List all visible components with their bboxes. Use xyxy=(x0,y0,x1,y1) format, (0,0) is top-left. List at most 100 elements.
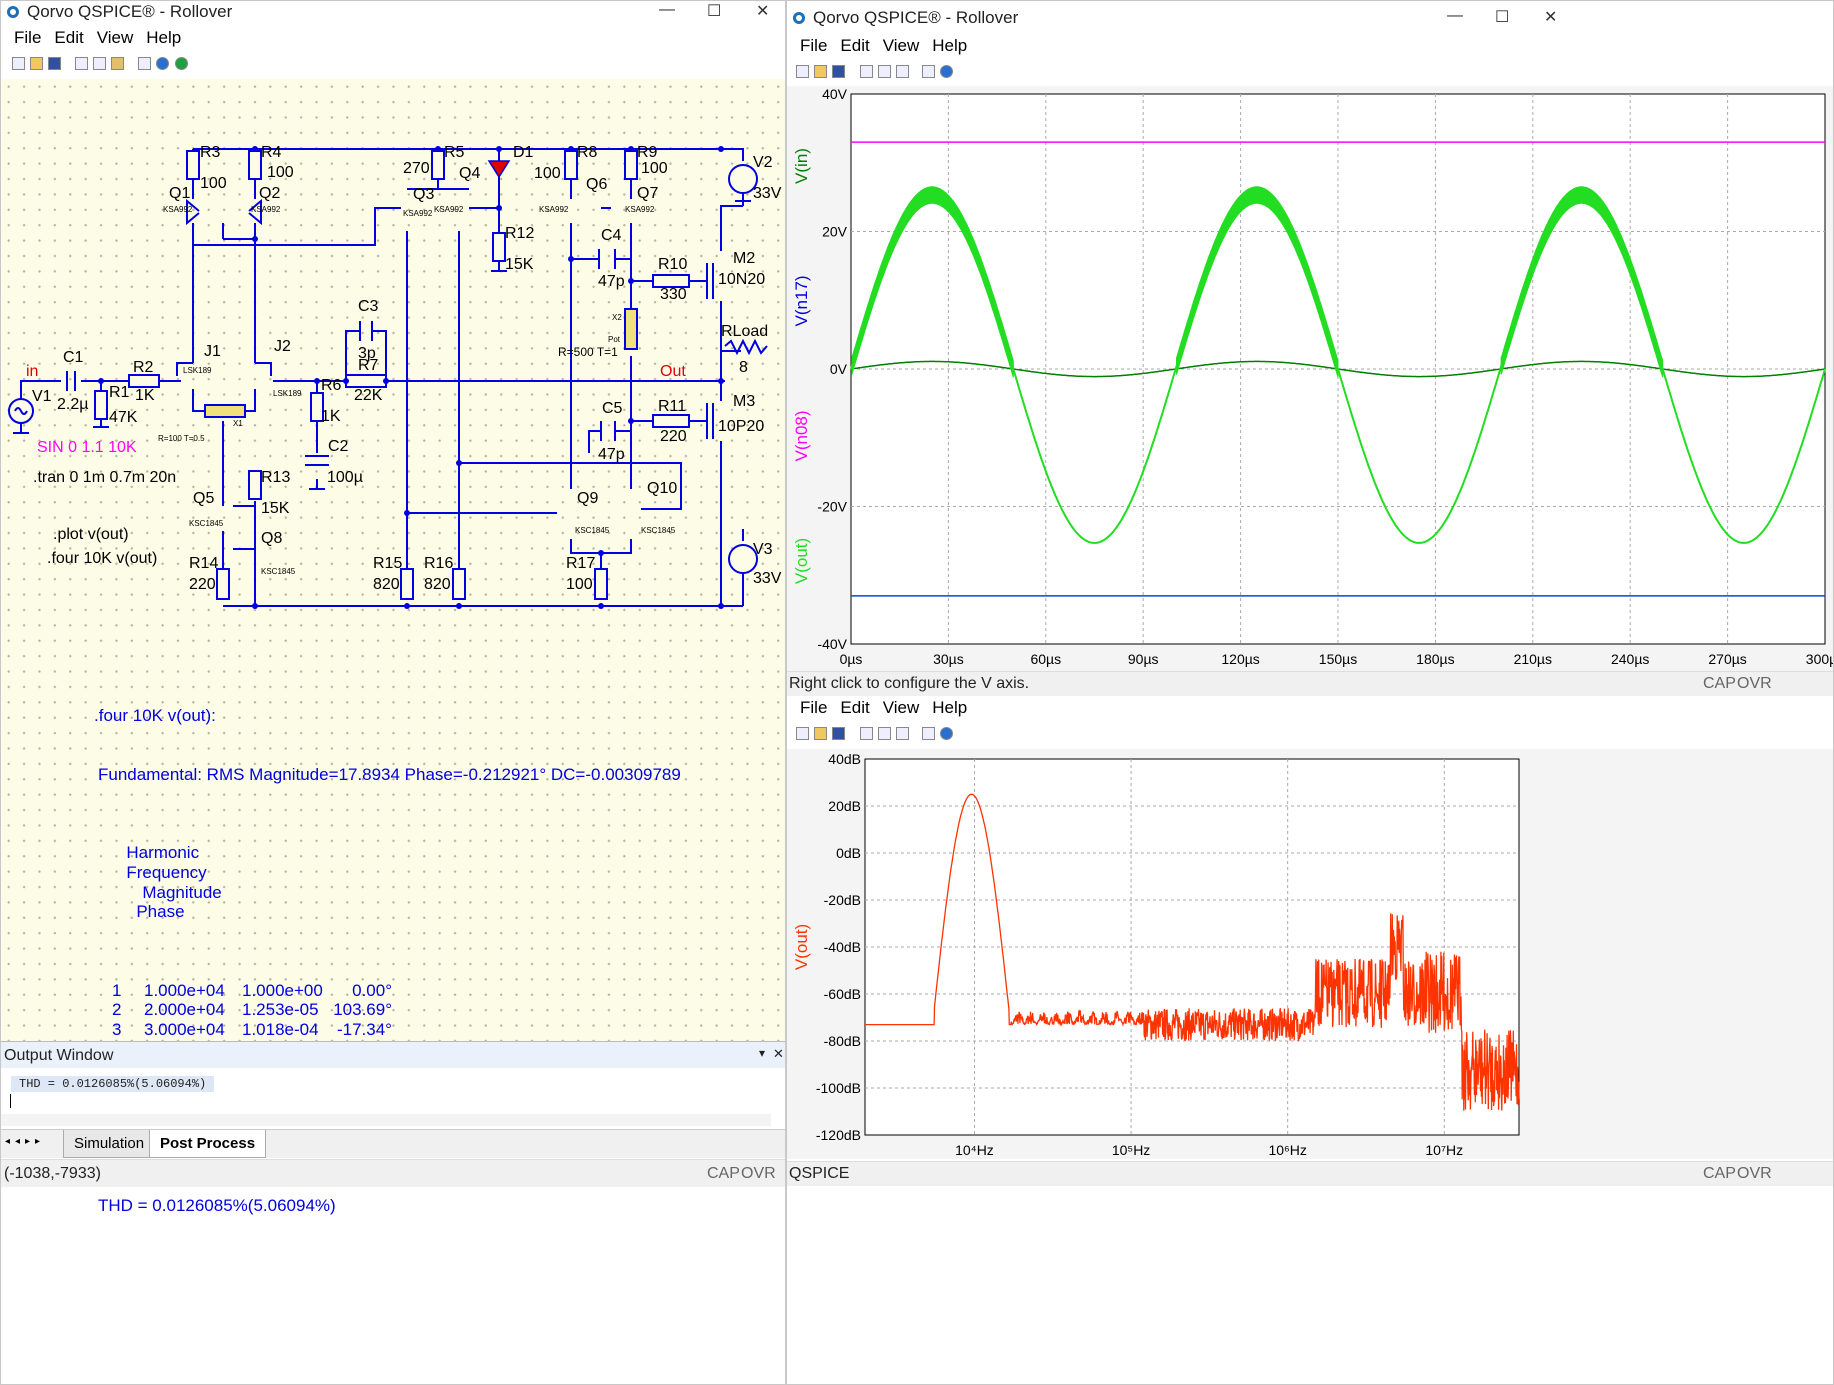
spectrum-menubar: File Edit View Help xyxy=(787,698,1833,720)
tab-post-process[interactable]: Post Process xyxy=(149,1130,267,1158)
paste-icon[interactable] xyxy=(111,57,124,70)
menu-edit[interactable]: Edit xyxy=(840,698,870,717)
menu-view[interactable]: View xyxy=(96,28,134,47)
minimize-icon[interactable]: — xyxy=(659,1,675,18)
chevron-down-icon[interactable]: ▾ xyxy=(759,1046,766,1060)
menu-file[interactable]: File xyxy=(800,36,828,55)
copy-icon[interactable] xyxy=(878,727,891,740)
minimize-icon[interactable]: — xyxy=(1447,7,1463,24)
fourier-harmonic: 1 xyxy=(112,980,122,1000)
schematic-drawing xyxy=(8,146,768,609)
junction-dots xyxy=(98,146,724,609)
save-icon[interactable] xyxy=(48,57,61,70)
print-icon[interactable] xyxy=(922,65,935,78)
directive-four[interactable]: .four 10K v(out) xyxy=(47,550,158,567)
menu-file[interactable]: File xyxy=(14,28,42,47)
label-x1: X1 xyxy=(233,419,243,428)
help-icon[interactable] xyxy=(940,65,953,78)
new-icon[interactable] xyxy=(796,727,809,740)
label-r1: R1 xyxy=(109,384,130,401)
status-ovr: OVR xyxy=(1737,675,1772,692)
label-q2: Q2 xyxy=(259,185,281,202)
value-r14: 220 xyxy=(189,576,216,593)
y-tick-label: 0dB xyxy=(836,845,861,861)
cut-icon[interactable] xyxy=(75,57,88,70)
menu-edit[interactable]: Edit xyxy=(54,28,84,47)
axis-label: V(n17) xyxy=(792,275,811,326)
copy-icon[interactable] xyxy=(93,57,106,70)
y-tick-label: -100dB xyxy=(816,1080,861,1096)
menu-help[interactable]: Help xyxy=(932,698,968,717)
model-q5: KSC1845 xyxy=(189,519,224,528)
label-rload: RLoad xyxy=(721,323,769,340)
label-r2: R2 xyxy=(133,359,154,376)
right-window-title: Qorvo QSPICE® - Rollover xyxy=(813,8,1019,27)
help-icon[interactable] xyxy=(940,727,953,740)
open-icon[interactable] xyxy=(814,727,827,740)
x-tick-label: 60µs xyxy=(1030,651,1061,667)
new-icon[interactable] xyxy=(796,65,809,78)
run-icon[interactable] xyxy=(175,57,188,70)
close-icon[interactable]: ✕ xyxy=(756,3,770,20)
menu-help[interactable]: Help xyxy=(146,28,182,47)
close-output-icon[interactable]: ✕ xyxy=(773,1046,784,1061)
label-c1: C1 xyxy=(63,349,84,366)
cut-icon[interactable] xyxy=(860,65,873,78)
save-icon[interactable] xyxy=(832,727,845,740)
paste-icon[interactable] xyxy=(896,65,909,78)
x-tick-label: 180µs xyxy=(1416,651,1454,667)
value-r11: 220 xyxy=(660,428,687,445)
col-harmonic: Harmonic xyxy=(126,843,200,863)
help-icon[interactable] xyxy=(156,57,169,70)
save-icon[interactable] xyxy=(832,65,845,78)
status-ovr: OVR xyxy=(1737,1165,1772,1182)
maximize-icon[interactable]: ☐ xyxy=(707,3,722,20)
fourier-phase: 103.69° xyxy=(333,1000,392,1020)
new-icon[interactable] xyxy=(12,57,25,70)
y-tick-label: 20V xyxy=(822,224,848,240)
tab-nav-icons[interactable]: ◂◂▸▸ xyxy=(5,1136,46,1147)
value-r2: 1K xyxy=(135,387,155,404)
output-window-title: Output Window xyxy=(4,1047,114,1064)
paste-icon[interactable] xyxy=(896,727,909,740)
label-m2: M2 xyxy=(733,250,756,267)
close-icon[interactable]: ✕ xyxy=(1544,9,1558,26)
directive-tran[interactable]: .tran 0 1m 0.7m 20n xyxy=(33,469,177,486)
x-tick-label: 10⁴Hz xyxy=(955,1142,994,1158)
x-tick-label: 120µs xyxy=(1221,651,1259,667)
menu-file[interactable]: File xyxy=(800,698,828,717)
fourier-thd: THD = 0.0126085%(5.06094%) xyxy=(98,1196,336,1216)
tab-simulation[interactable]: Simulation xyxy=(63,1130,156,1158)
print-icon[interactable] xyxy=(922,727,935,740)
col-phase: Phase xyxy=(136,902,185,922)
label-v2: V2 xyxy=(753,154,773,171)
fourier-phase: -17.34° xyxy=(336,1019,392,1039)
axis-label: V(out) xyxy=(792,538,811,584)
cursor-coords: (-1038,-7933) xyxy=(4,1165,101,1182)
schematic-canvas[interactable] xyxy=(1,79,785,1041)
x-tick-label: 10⁷Hz xyxy=(1425,1142,1463,1158)
cut-icon[interactable] xyxy=(860,727,873,740)
directive-plot[interactable]: .plot v(out) xyxy=(53,526,129,543)
value-c1: 2.2µ xyxy=(57,396,89,413)
copy-icon[interactable] xyxy=(878,65,891,78)
output-hscrollbar[interactable] xyxy=(1,1114,771,1126)
left-toolbar xyxy=(1,53,785,75)
value-r16: 820 xyxy=(424,576,451,593)
maximize-icon[interactable]: ☐ xyxy=(1495,9,1510,26)
open-icon[interactable] xyxy=(30,57,43,70)
print-icon[interactable] xyxy=(138,57,151,70)
value-v3: 33V xyxy=(753,570,782,587)
menu-help[interactable]: Help xyxy=(932,36,968,55)
menu-edit[interactable]: Edit xyxy=(840,36,870,55)
menu-view[interactable]: View xyxy=(882,698,920,717)
open-icon[interactable] xyxy=(814,65,827,78)
label-r15: R15 xyxy=(373,555,403,572)
menu-view[interactable]: View xyxy=(882,36,920,55)
output-text[interactable]: THD = 0.0126085%(5.06094%) xyxy=(11,1076,215,1092)
